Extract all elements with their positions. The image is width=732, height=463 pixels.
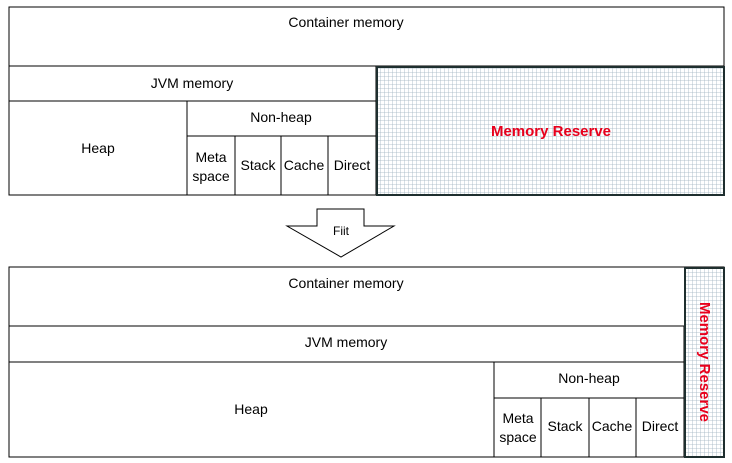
fit-arrow: Fiit (285, 208, 396, 258)
top-memory-reserve-label: Memory Reserve (491, 123, 611, 140)
bottom-nonheap-box (493, 361, 685, 399)
bottom-heap-box (8, 361, 495, 458)
bottom-direct-label: Direct (642, 418, 679, 434)
top-diagram: Container memory JVM memory Heap Non-hea… (8, 6, 725, 196)
top-metaspace-label-line1: Meta (195, 149, 226, 165)
bottom-stack-box (540, 397, 590, 458)
bottom-direct-box (635, 397, 685, 458)
fit-arrow-label: Fiit (333, 224, 350, 238)
bottom-diagram: Container memory JVM memory Heap Non-hea… (8, 266, 725, 458)
top-jvm-label: JVM memory (151, 75, 233, 91)
bottom-metaspace-label-line1: Meta (502, 410, 533, 426)
bottom-nonheap-label: Non-heap (558, 370, 620, 386)
bottom-stack-label: Stack (547, 418, 583, 434)
bottom-memory-reserve-label: Memory Reserve (696, 302, 713, 422)
top-cache-label: Cache (284, 157, 325, 173)
top-heap-label: Heap (81, 140, 115, 156)
top-metaspace-label-line2: space (192, 168, 230, 184)
down-arrow-icon (285, 208, 396, 258)
top-cache-box (280, 135, 329, 196)
top-heap-box (8, 100, 188, 196)
top-direct-label: Direct (334, 157, 371, 173)
bottom-metaspace-label-line2: space (499, 429, 537, 445)
bottom-memory-reserve-box (684, 267, 725, 458)
bottom-container-label: Container memory (288, 275, 403, 291)
top-metaspace-box (186, 135, 236, 196)
top-nonheap-label: Non-heap (250, 109, 312, 125)
bottom-jvm-label: JVM memory (305, 334, 387, 350)
top-container-label: Container memory (288, 14, 403, 30)
bottom-cache-box (588, 397, 637, 458)
bottom-cache-label: Cache (592, 418, 633, 434)
bottom-metaspace-box (493, 397, 542, 458)
top-memory-reserve-box (376, 66, 725, 196)
top-jvm-box (8, 65, 377, 102)
top-stack-label: Stack (240, 157, 276, 173)
bottom-heap-label: Heap (234, 401, 268, 417)
